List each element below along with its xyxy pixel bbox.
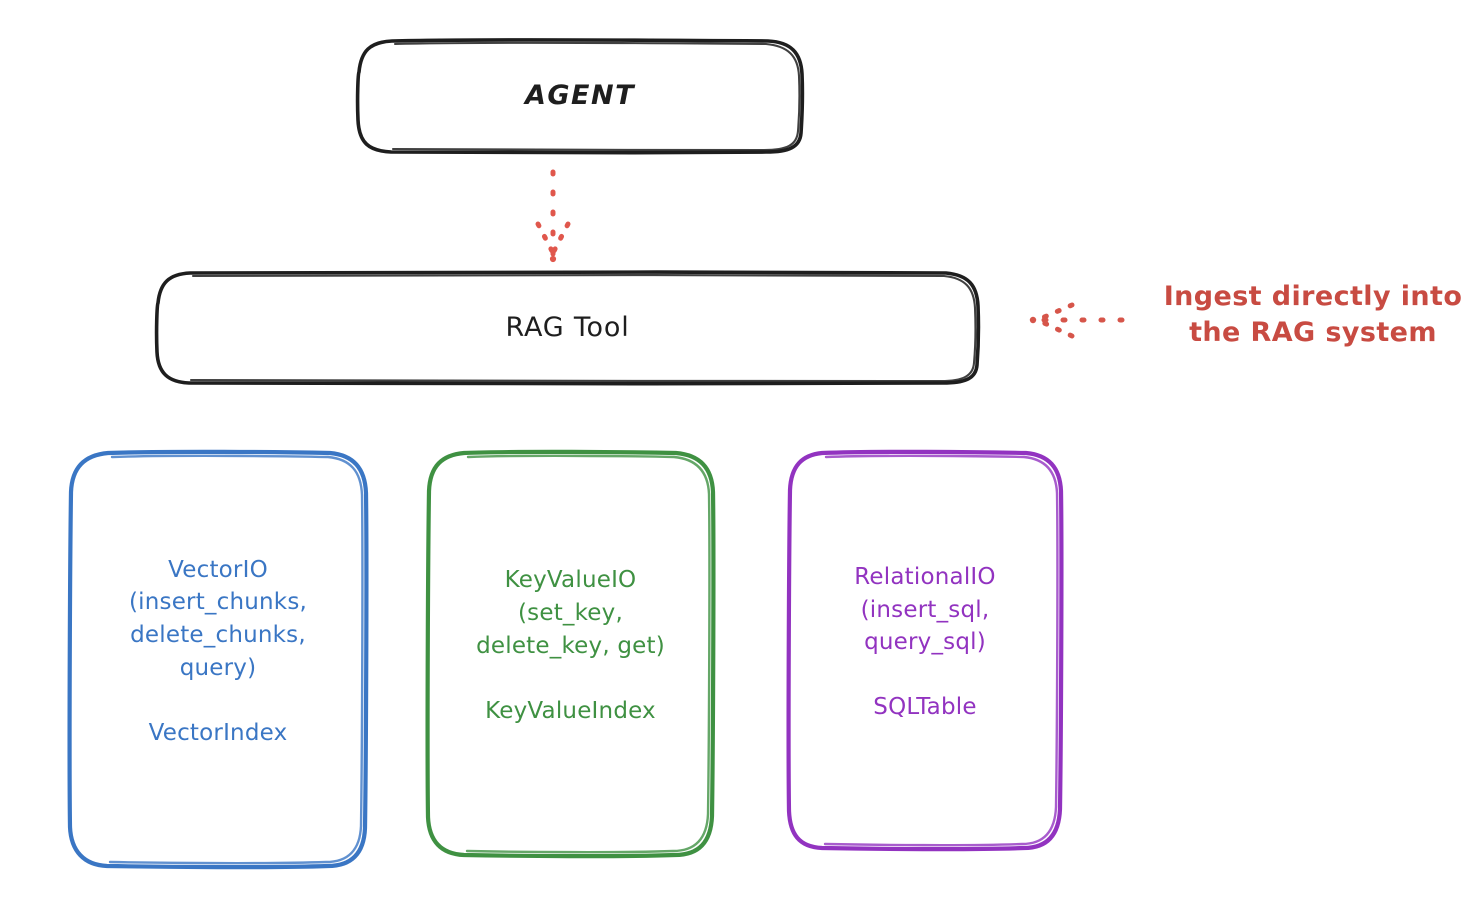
- node-key-value-io-label: KeyValueIO (set_key, delete_key, get) Ke…: [476, 567, 665, 724]
- node-rag-tool-label: RAG Tool: [505, 311, 630, 343]
- agent-to-rag-arrow: [535, 169, 571, 263]
- node-agent[interactable]: AGENT: [358, 40, 802, 153]
- key-value-io-box-outline: [425, 449, 716, 859]
- ingest-arrow: [1029, 302, 1125, 339]
- vector-io-box-outline: [67, 449, 369, 870]
- annotation-ingest-text: Ingest directly into the RAG system: [1163, 281, 1463, 349]
- relational-io-box-outline: [786, 449, 1064, 852]
- node-vector-io[interactable]: VectorIO (insert_chunks, delete_chunks, …: [70, 452, 366, 867]
- rag-tool-box-outline: [154, 270, 981, 386]
- node-agent-label: AGENT: [524, 80, 635, 112]
- node-rag-tool[interactable]: RAG Tool: [157, 272, 978, 384]
- node-key-value-io[interactable]: KeyValueIO (set_key, delete_key, get) Ke…: [428, 452, 713, 856]
- node-key-value-io-content: KeyValueIO (set_key, delete_key, get) Ke…: [476, 564, 665, 727]
- agent-box-outline: [355, 38, 805, 155]
- node-relational-io-label: RelationalIO (insert_sql, query_sql) SQL…: [854, 563, 996, 721]
- node-relational-io-content: RelationalIO (insert_sql, query_sql) SQL…: [854, 561, 995, 724]
- node-vector-io-label: VectorIO (insert_chunks, delete_chunks, …: [128, 556, 308, 746]
- node-relational-io[interactable]: RelationalIO (insert_sql, query_sql) SQL…: [789, 452, 1061, 849]
- node-vector-io-content: VectorIO (insert_chunks, delete_chunks, …: [129, 554, 307, 750]
